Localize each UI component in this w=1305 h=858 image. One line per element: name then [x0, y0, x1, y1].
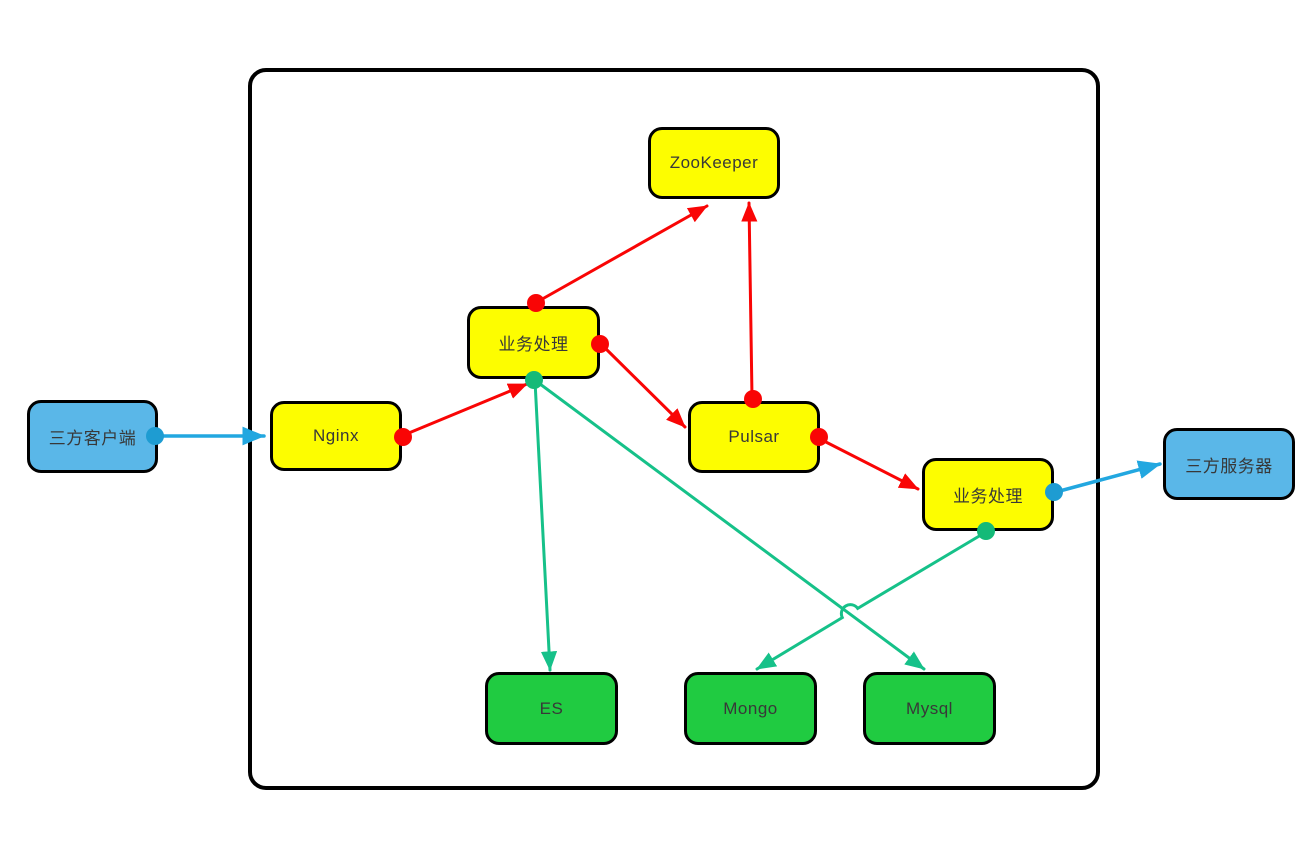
node-label: Mysql [906, 698, 953, 718]
node-business-process-1: 业务处理 [467, 306, 600, 379]
node-label: 三方客户端 [48, 429, 137, 448]
node-nginx: Nginx [270, 401, 402, 471]
node-label: ES [539, 698, 564, 718]
node-label: Mongo [723, 698, 778, 718]
node-third-party-server: 三方服务器 [1163, 428, 1295, 500]
node-mongo: Mongo [684, 672, 817, 745]
node-es: ES [485, 672, 618, 745]
node-pulsar: Pulsar [688, 401, 820, 473]
node-mysql: Mysql [863, 672, 996, 745]
node-label: 业务处理 [953, 487, 1023, 506]
node-business-process-2: 业务处理 [922, 458, 1054, 531]
node-label: 三方服务器 [1185, 456, 1273, 476]
node-label: ZooKeeper [669, 153, 759, 172]
node-third-party-client: 三方客户端 [27, 400, 158, 473]
node-label: 业务处理 [498, 335, 569, 354]
node-label: Nginx [313, 426, 359, 445]
node-label: Pulsar [728, 427, 780, 446]
node-zookeeper: ZooKeeper [648, 127, 780, 199]
